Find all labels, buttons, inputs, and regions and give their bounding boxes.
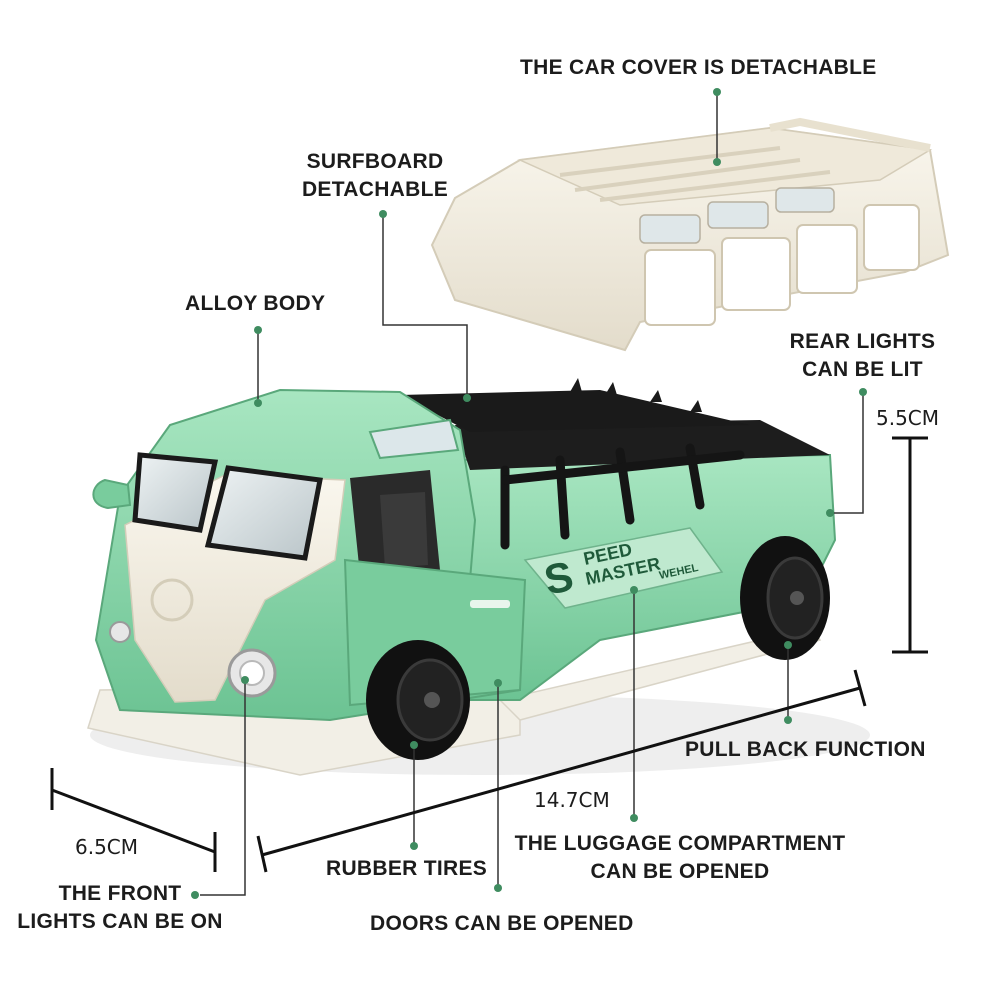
label-rear-lights-line2: CAN BE LIT (802, 358, 923, 381)
dimension-lines (50, 436, 928, 873)
dimension-width: 6.5CM (75, 835, 139, 859)
cover-lights (639, 187, 835, 244)
label-car-cover: THE CAR COVER IS DETACHABLE (520, 56, 877, 79)
surfboard-fins (570, 378, 702, 412)
label-rear-lights-line1: REAR LIGHTS (789, 330, 936, 353)
roll-cage (500, 443, 745, 550)
label-front-lights-line1: THE FRONT (58, 882, 182, 905)
rear-wheel (740, 536, 830, 660)
toy-van (87, 378, 870, 776)
label-rear-lights: REAR LIGHTS CAN BE LIT (785, 328, 940, 384)
label-luggage-line1: THE LUGGAGE COMPARTMENT (514, 832, 846, 855)
label-luggage: THE LUGGAGE COMPARTMENT CAN BE OPENED (510, 830, 850, 886)
label-front-lights-line2: LIGHTS CAN BE ON (17, 910, 223, 933)
dimension-length: 14.7CM (534, 788, 610, 812)
label-front-lights: THE FRONT LIGHTS CAN BE ON (15, 880, 225, 936)
label-surfboard: SURFBOARD DETACHABLE (300, 148, 450, 204)
label-surfboard-line1: SURFBOARD (306, 150, 444, 173)
car-cover-part (430, 117, 950, 352)
label-alloy-body: ALLOY BODY (185, 292, 326, 315)
cover-windows (644, 204, 920, 326)
label-pull-back: PULL BACK FUNCTION (685, 738, 926, 761)
label-doors: DOORS CAN BE OPENED (370, 912, 634, 935)
label-luggage-line2: CAN BE OPENED (590, 860, 770, 883)
callout-lines (200, 92, 864, 896)
front-wheel (366, 640, 470, 760)
label-rubber-tires: RUBBER TIRES (326, 857, 488, 880)
label-surfboard-line2: DETACHABLE (301, 178, 449, 201)
callout-dots (191, 88, 867, 899)
front-headlight (227, 648, 277, 698)
dimension-height: 5.5CM (876, 406, 940, 430)
